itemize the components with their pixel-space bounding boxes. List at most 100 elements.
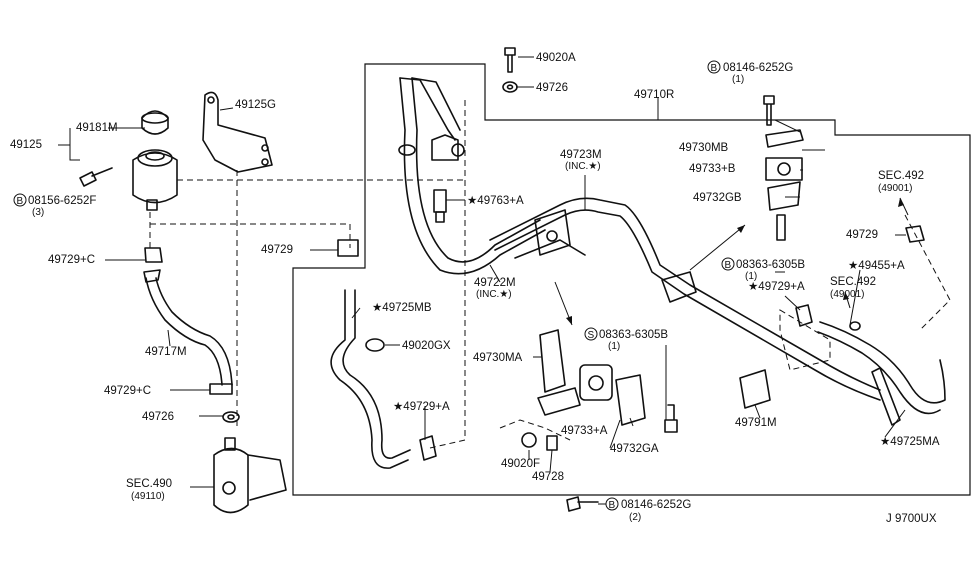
fitting-49763a [433, 189, 447, 223]
reservoir-bracket [202, 91, 273, 173]
label-49730ma: 49730MA [473, 352, 523, 364]
bolt-marker-top: B [707, 60, 721, 74]
clamp-49729a-center [419, 435, 437, 461]
label-49722m: 49722M [474, 277, 516, 289]
label-49455a: ★49455+A [848, 260, 905, 272]
bolt-08146-bottom [566, 496, 599, 512]
oring-49020gx [365, 338, 385, 352]
label-49733b: 49733+B [689, 163, 736, 175]
label-49729-right: 49729 [846, 229, 878, 241]
label-sec492-mid: SEC.492 [830, 276, 876, 288]
label-49729a-center: ★49729+A [393, 401, 450, 413]
label-49181m: 49181M [76, 122, 118, 134]
oring-49455a [849, 321, 861, 331]
svg-text:B: B [725, 260, 732, 271]
label-49729c-upper: 49729+C [48, 254, 95, 266]
label-sec492-top-sub: (49001) [878, 183, 912, 194]
bolt-49728 [546, 435, 558, 451]
diagram-code: J 9700UX [886, 513, 937, 525]
label-08363-center-qty: (1) [608, 341, 620, 352]
ref-line-1 [150, 223, 351, 248]
hose-49725ma [819, 321, 946, 404]
bolt-08156 [79, 167, 113, 187]
ref-line-6 [904, 214, 951, 331]
label-49732ga: 49732GA [610, 443, 659, 455]
label-08146-top-qty: (1) [732, 74, 744, 85]
label-08146-bottom-qty: (2) [629, 512, 641, 523]
label-49763a: ★49763+A [467, 195, 524, 207]
label-49722m-inc: (INC.★) [476, 289, 512, 300]
tube-49710r [489, 197, 881, 391]
label-49726-left: 49726 [142, 411, 174, 423]
grommet-49020f [521, 432, 537, 448]
bolt-marker-bottom: B [605, 497, 619, 511]
svg-text:S: S [588, 330, 595, 341]
power-steering-pump [213, 437, 287, 514]
reservoir-tank [132, 149, 178, 211]
hose-49725mb [330, 289, 409, 469]
label-08363-right-qty: (1) [745, 271, 757, 282]
assembly-frame [292, 63, 971, 496]
clamp-49733a [579, 364, 613, 401]
svg-text:B: B [711, 63, 718, 74]
pipe-clamp-mid [661, 271, 697, 303]
screw-marker-center: S [584, 327, 598, 341]
clamp-49729-mid [337, 239, 359, 257]
label-08146-top: 08146-6252G [723, 62, 793, 74]
label-49020a: 49020A [536, 52, 576, 64]
pipe-clamp-49723m [534, 209, 571, 256]
clamp-49729a-right [795, 304, 813, 327]
label-49725ma: ★49725MA [880, 436, 940, 448]
label-49733a: 49733+A [561, 425, 608, 437]
arrow-head-1 [737, 225, 745, 233]
ref-line-8 [499, 419, 571, 441]
arrow-head-4 [843, 292, 849, 300]
label-49725mb: ★49725MB [372, 302, 432, 314]
label-49729-mid: 49729 [261, 244, 293, 256]
bolt-marker-right: B [721, 257, 735, 271]
label-49732gb: 49732GB [693, 192, 742, 204]
bracket-49730mb [763, 95, 804, 241]
bracket-49730ma [537, 329, 581, 416]
label-sec492-top: SEC.492 [878, 170, 924, 182]
label-49726-top: 49726 [536, 82, 568, 94]
label-49729c-lower: 49729+C [104, 385, 151, 397]
label-sec490: SEC.490 [126, 478, 172, 490]
bolt-marker-left: B [13, 193, 27, 207]
ref-line-7 [779, 309, 831, 371]
bracket-49791m [739, 369, 771, 409]
label-08156-qty: (3) [32, 207, 44, 218]
label-08156: 08156-6252F [28, 195, 96, 207]
label-08363-center: 08363-6305B [599, 329, 668, 341]
label-49730mb: 49730MB [679, 142, 729, 154]
svg-text:B: B [609, 500, 616, 511]
clamp-49729-right [905, 225, 925, 243]
arrow-head-3 [898, 198, 904, 207]
hose-49717m [145, 277, 223, 386]
label-49020gx: 49020GX [402, 340, 451, 352]
label-sec490-sub: (49110) [131, 491, 165, 502]
label-49125: 49125 [10, 139, 42, 151]
svg-text:B: B [17, 196, 24, 207]
label-49723m-inc: (INC.★) [565, 161, 601, 172]
clamp-49729c-upper [143, 247, 163, 283]
bolt-08363-center [664, 404, 678, 433]
arrow-to-49730mb [689, 224, 746, 271]
pipe-clip-top [431, 134, 465, 161]
leader-lines [58, 56, 906, 505]
clamp-49729c-lower [209, 383, 233, 395]
label-49728: 49728 [532, 471, 564, 483]
label-49717m: 49717M [145, 346, 187, 358]
pipe-49722m [399, 77, 546, 275]
arrow-head-2 [566, 316, 572, 325]
label-49723m: 49723M [560, 149, 602, 161]
bracket-49732ga [615, 374, 646, 426]
label-08363-right: 08363-6305B [736, 259, 805, 271]
label-49710r: 49710R [634, 89, 674, 101]
ref-line-4 [429, 100, 466, 449]
bolt-49020a [504, 47, 516, 73]
label-08146-bottom: 08146-6252G [621, 499, 691, 511]
label-49125g: 49125G [235, 99, 276, 111]
